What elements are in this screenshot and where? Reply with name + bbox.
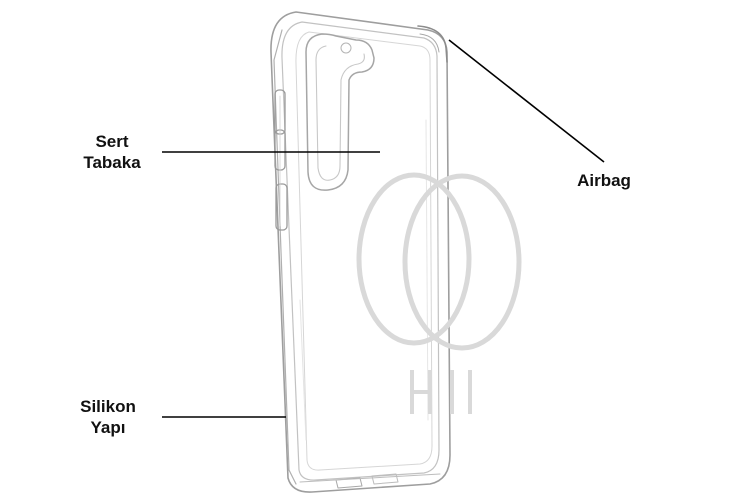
camera-cutout-inner	[315, 45, 365, 181]
airbag-top-right	[417, 25, 448, 63]
camera-cutout	[305, 33, 375, 191]
alignment-mark	[410, 370, 472, 414]
leader-line-airbag	[448, 39, 605, 163]
label-airbag: Airbag	[566, 170, 642, 191]
camera-lens-top	[340, 42, 352, 54]
label-airbag-text: Airbag	[577, 171, 631, 190]
bottom-lip	[299, 473, 441, 483]
bottom-edge-detail	[371, 473, 399, 485]
label-hard-layer-line2: Tabaka	[83, 153, 141, 172]
label-silicone: Silikon Yapı	[60, 396, 156, 438]
label-hard-layer-line1: Sert	[95, 132, 129, 151]
magnet-ring-right	[402, 173, 522, 351]
magsafe-rings	[356, 172, 522, 351]
label-silicone-line1: Silikon	[80, 397, 136, 416]
airbag-top-right-inner	[419, 33, 440, 53]
case-front-lip	[273, 29, 297, 485]
case-inner-edge	[281, 21, 440, 481]
case-back-plate	[295, 31, 433, 471]
label-silicone-line2: Yapı	[90, 418, 126, 437]
magnet-ring-left	[356, 172, 472, 346]
reflection-line-1	[299, 299, 307, 441]
reflection-line-2	[425, 119, 429, 421]
label-hard-layer: Sert Tabaka	[62, 131, 162, 173]
power-button	[275, 183, 288, 231]
phone-case-illustration	[270, 11, 451, 493]
